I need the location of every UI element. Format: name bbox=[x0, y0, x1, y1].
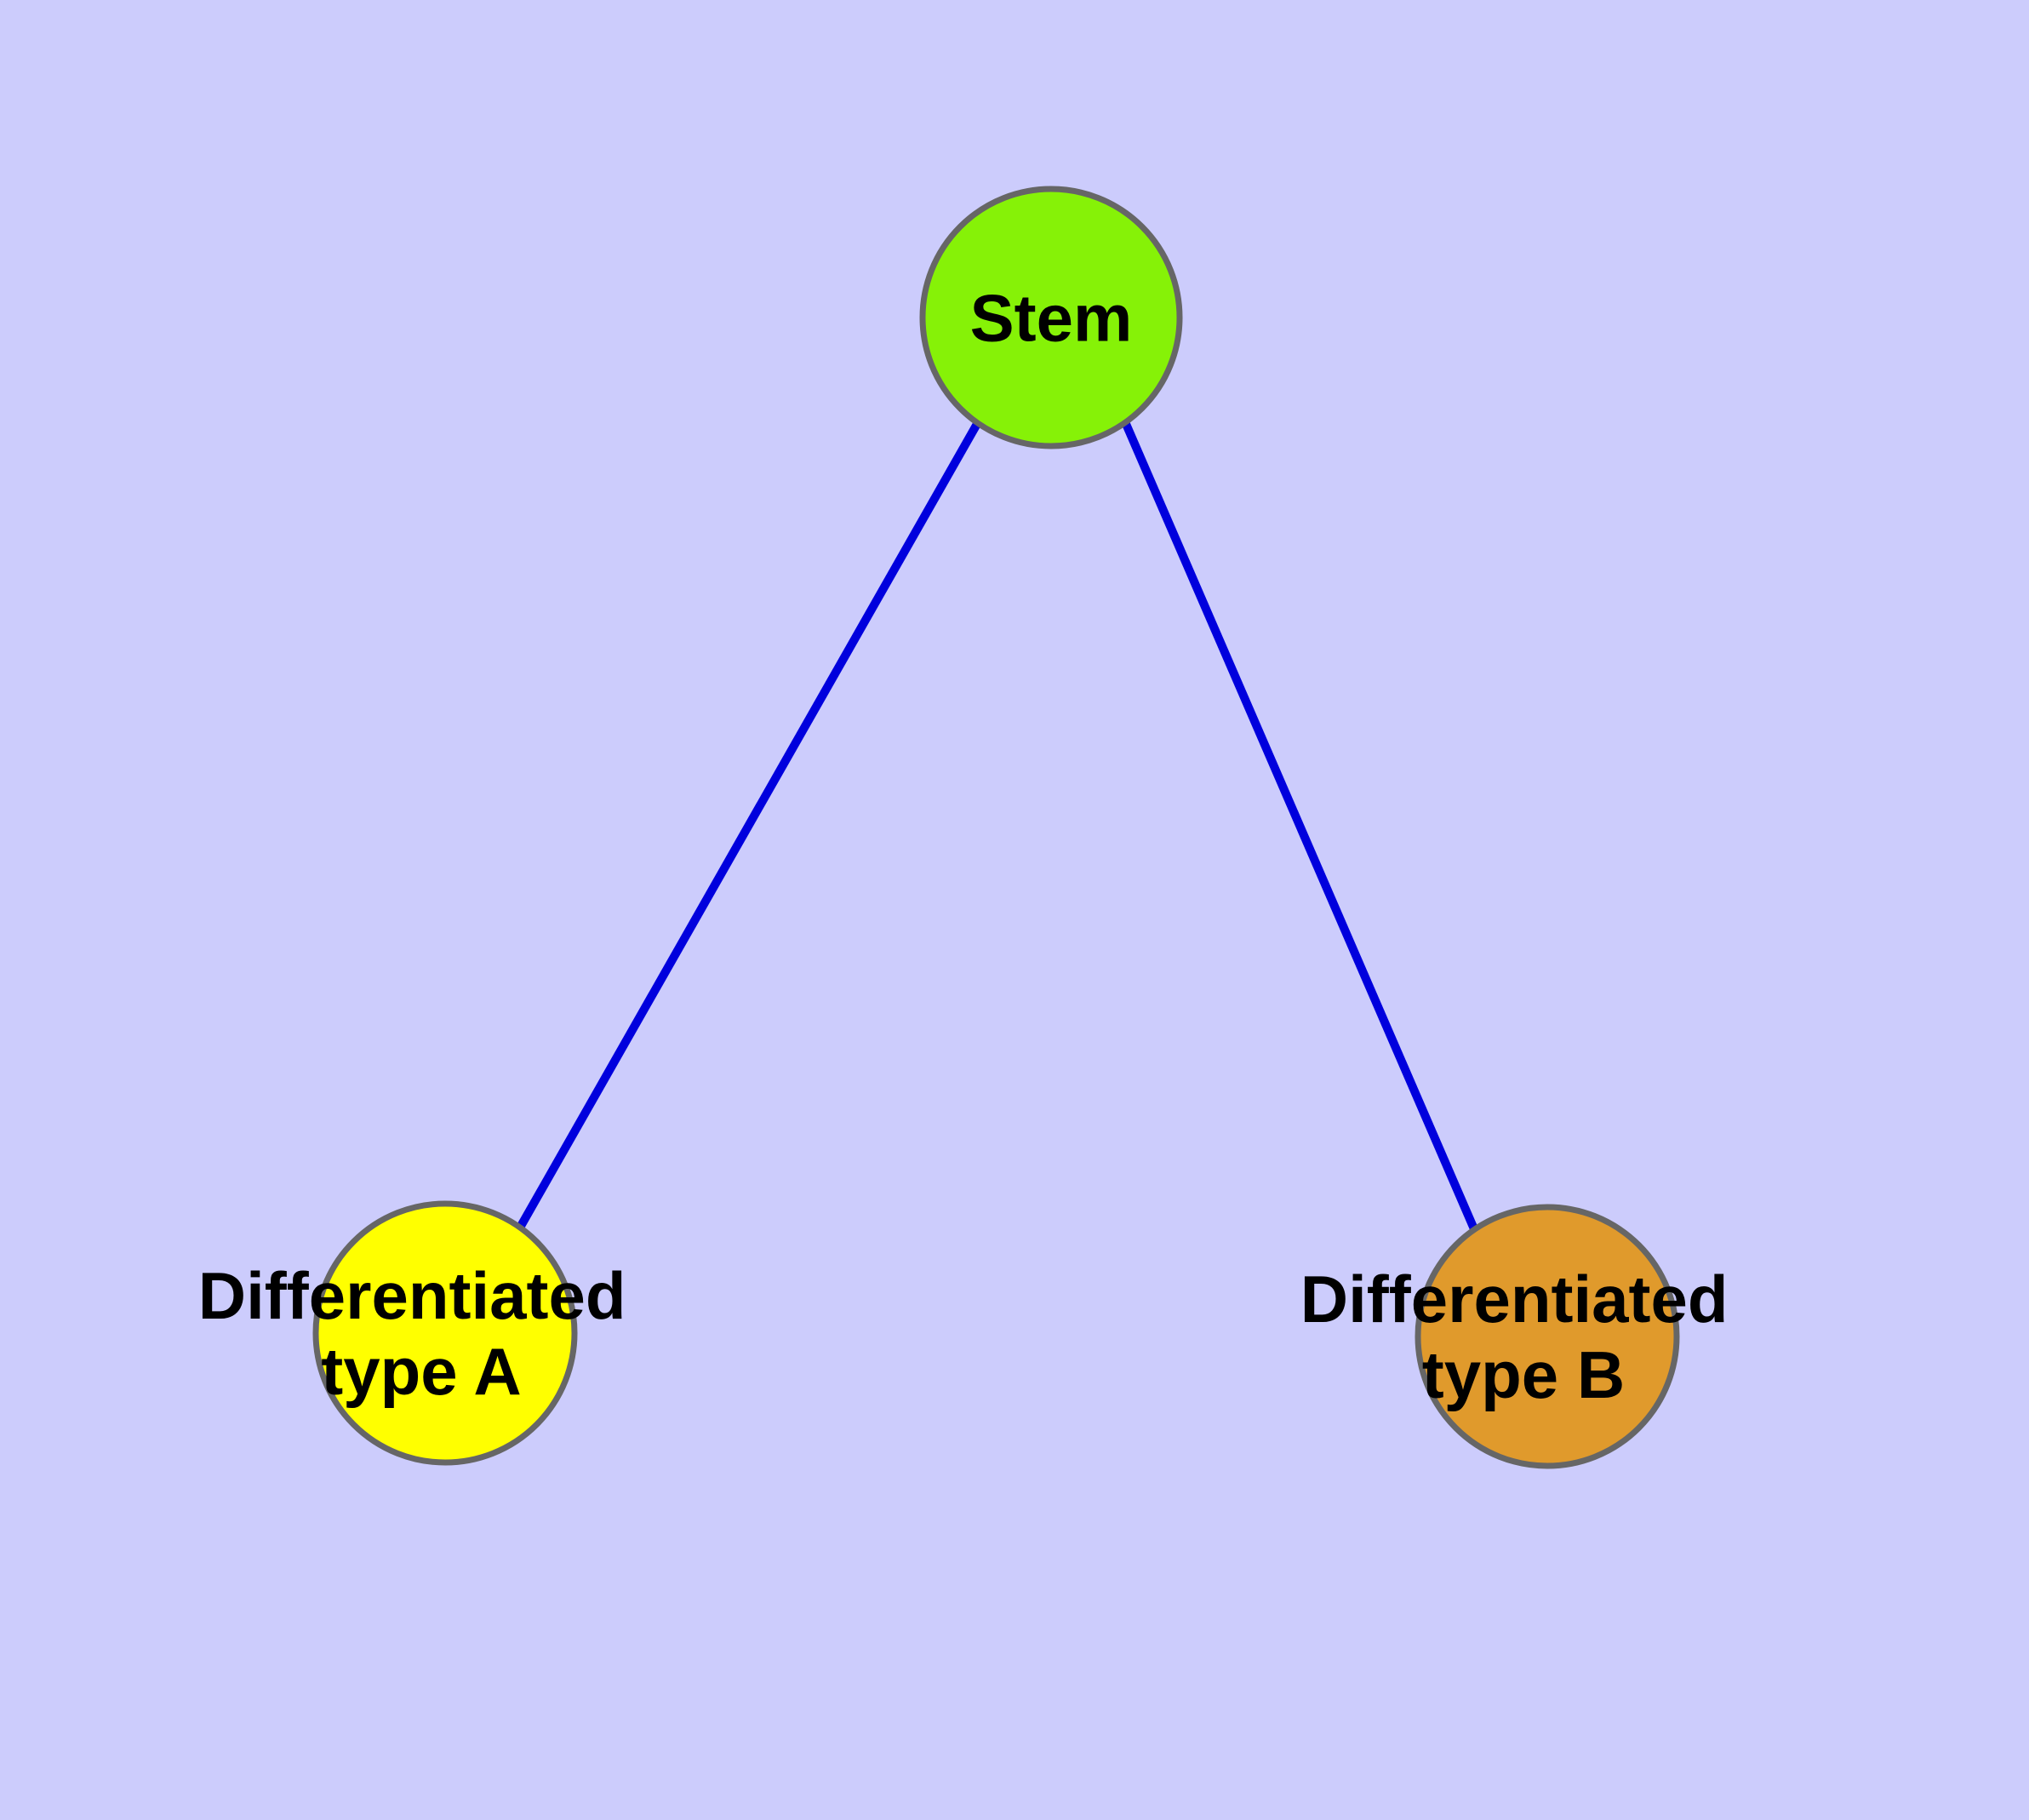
node-differentiated-type-a[interactable] bbox=[312, 1200, 578, 1466]
node-label-stem-line1: Stem bbox=[970, 280, 1133, 355]
node-circle-differentiated-type-b[interactable] bbox=[1415, 1204, 1680, 1469]
node-differentiated-type-b[interactable] bbox=[1415, 1204, 1680, 1469]
node-label-stem: Stem bbox=[970, 280, 1133, 355]
edge-stem-to-differentiated-type-b[interactable] bbox=[1122, 422, 1479, 1233]
node-label-differentiated-type-b-line1: Differentiated bbox=[1300, 1262, 1729, 1336]
labels-layer: Stem Differentiated type A Differentiate… bbox=[198, 280, 1746, 1412]
node-label-differentiated-type-a: Differentiated type A bbox=[198, 1258, 644, 1409]
node-stem[interactable] bbox=[919, 186, 1183, 449]
nodes-layer bbox=[312, 186, 1680, 1469]
node-circle-stem[interactable] bbox=[919, 186, 1183, 449]
edges-layer bbox=[516, 421, 1479, 1233]
node-label-differentiated-type-b: Differentiated type B bbox=[1300, 1262, 1746, 1412]
node-circle-differentiated-type-a[interactable] bbox=[312, 1200, 578, 1466]
node-label-differentiated-type-a-line2: type A bbox=[321, 1334, 522, 1409]
edge-stem-to-differentiated-type-a[interactable] bbox=[516, 421, 981, 1230]
node-label-differentiated-type-a-line1: Differentiated bbox=[198, 1258, 626, 1333]
node-label-differentiated-type-b-line2: type B bbox=[1422, 1337, 1625, 1412]
